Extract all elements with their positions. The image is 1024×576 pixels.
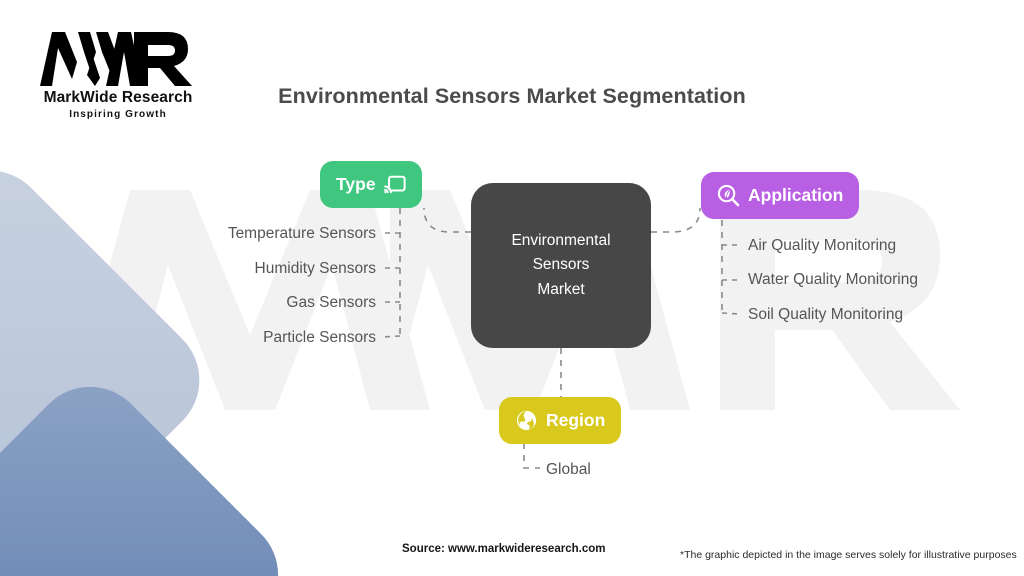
mwr-logo-icon [40,32,192,86]
globe-icon [515,409,538,432]
leaf-item-application-1: Water Quality Monitoring [748,271,918,288]
source-note: Source: www.markwideresearch.com [402,543,606,555]
decorative-square-dark [0,362,303,576]
brand-tagline: Inspiring Growth [69,109,167,120]
central-node-line-2: Sensors [532,256,590,274]
leaf-item-type-2: Gas Sensors [286,294,376,311]
cast-screen-icon [383,175,406,194]
branch-label-type: Type [336,174,376,194]
branch-label-region: Region [546,410,606,430]
central-node: Environmental Sensors Market [471,183,651,348]
decorative-square-light [0,146,224,576]
leaf-item-region-0: Global [546,461,591,478]
central-node-line-3: Market [537,280,585,298]
page-title: Environmental Sensors Market Segmentatio… [278,84,746,108]
brand-logo: MarkWide Research Inspiring Growth [28,30,208,120]
leaf-item-type-0: Temperature Sensors [227,225,376,242]
leaf-item-type-1: Humidity Sensors [254,260,376,277]
disclaimer-note: *The graphic depicted in the image serve… [680,549,1017,561]
leaf-item-application-0: Air Quality Monitoring [748,237,897,254]
branch-badge-application[interactable]: Application [701,172,860,219]
leaf-item-type-3: Particle Sensors [263,329,376,346]
leaf-item-application-2: Soil Quality Monitoring [748,306,904,323]
brand-name: MarkWide Research [43,89,193,106]
branch-label-application: Application [748,185,844,205]
central-node-line-1: Environmental [511,232,611,250]
leaf-magnifier-icon [717,184,740,207]
branch-badge-type[interactable]: Type [320,161,422,208]
branch-badge-region[interactable]: Region [499,397,622,444]
